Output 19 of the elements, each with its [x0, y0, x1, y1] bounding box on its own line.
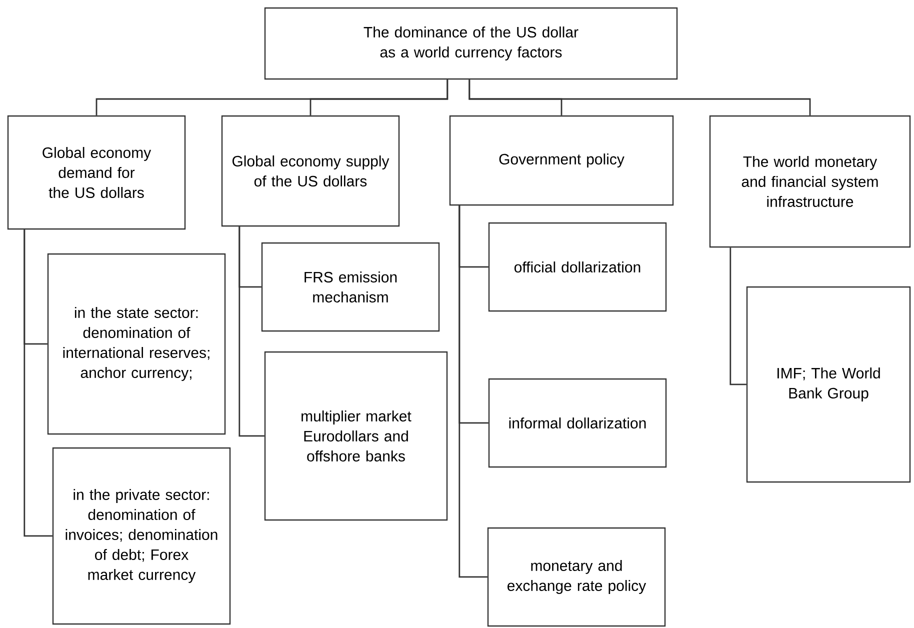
text-box: Global economy demand for the US dollars: [7, 115, 186, 230]
text-box: FRS emission mechanism: [261, 242, 440, 332]
text-box: informal dollarization: [488, 378, 667, 468]
connector: [310, 80, 448, 116]
text-box: in the state sector: denomination of international reserves; anchor currency;: [47, 253, 226, 435]
connector: [238, 226, 264, 437]
connector: [730, 248, 746, 386]
connector: [24, 230, 52, 537]
text-box: The world monetary and financial system infrastructure: [709, 115, 911, 248]
text-box: Global economy supply of the US dollars: [221, 115, 400, 227]
text-box: in the private sector: denomination of invoices; denomination of debt; Forex market currency: [52, 447, 231, 625]
text-box: The dominance of the US dollar as a world currency factors: [264, 7, 678, 80]
text-box: Government policy: [449, 115, 674, 206]
connector: [458, 206, 488, 578]
text-box: monetary and exchange rate policy: [487, 527, 666, 627]
text-box: multiplier market Eurodollars and offshore banks: [264, 351, 448, 521]
connector: [468, 80, 811, 116]
text-box: IMF; The World Bank Group: [746, 286, 911, 483]
text-box: official dollarization: [488, 222, 667, 312]
